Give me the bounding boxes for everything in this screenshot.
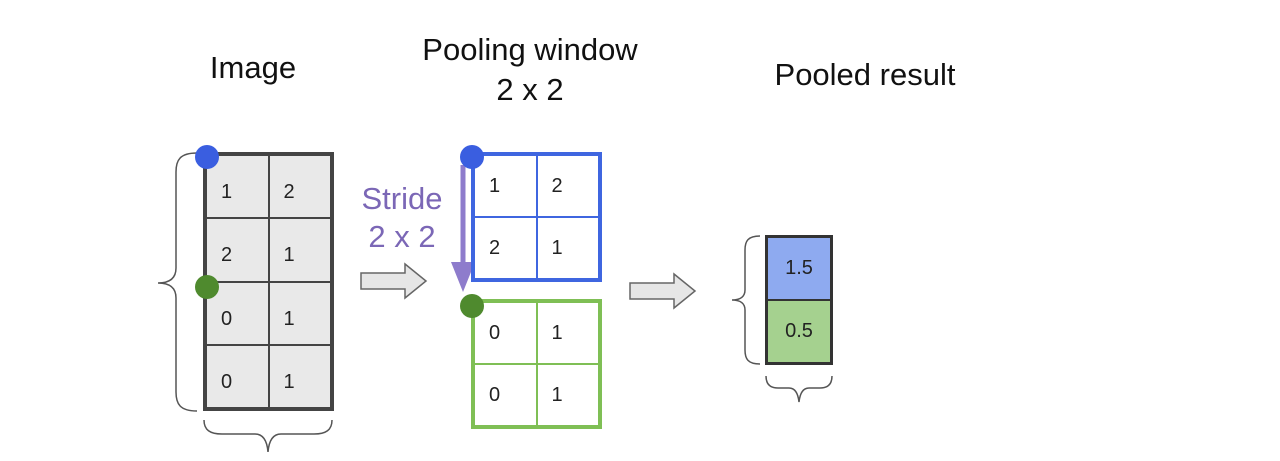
stride-label: Stride 2 x 2 [352, 180, 452, 256]
block-arrow-1 [360, 262, 428, 300]
pooling-window-blue: 1 2 2 1 [471, 152, 602, 282]
stride-arrow-head [451, 262, 475, 292]
window-cell: 2 [536, 155, 599, 217]
image-cell: 1 [206, 155, 269, 219]
image-left-brace [157, 152, 198, 412]
window-cell: 0 [474, 302, 537, 364]
pooling-window-title: Pooling window 2 x 2 [400, 32, 660, 108]
window-cell: 1 [536, 302, 599, 364]
window-cell: 0 [474, 364, 537, 426]
window-cell: 1 [536, 217, 599, 279]
pooled-cell-blue: 1.5 [768, 238, 830, 300]
pooled-bottom-brace [765, 375, 833, 403]
window-cell: 1 [474, 155, 537, 217]
image-grid: 1 2 2 1 0 1 0 1 [203, 152, 334, 411]
stride-label-line1: Stride [361, 181, 443, 216]
pooling-window-green: 0 1 0 1 [471, 299, 602, 429]
pooling-window-title-line1: Pooling window [422, 32, 638, 67]
image-cell: 1 [268, 218, 331, 282]
image-cell: 1 [268, 344, 331, 408]
window-cell: 1 [536, 364, 599, 426]
pooled-left-brace [731, 235, 761, 365]
pooled-result-grid: 1.5 0.5 [765, 235, 833, 365]
window-blue-dot [460, 145, 484, 169]
window-green-dot [460, 294, 484, 318]
pooling-window-title-line2: 2 x 2 [496, 72, 564, 107]
pooled-result-title: Pooled result [774, 57, 956, 92]
image-cell: 0 [206, 281, 269, 345]
image-title: Image [209, 50, 297, 85]
pooled-cell-green: 0.5 [768, 300, 830, 362]
image-cell: 1 [268, 281, 331, 345]
image-bottom-brace [203, 419, 333, 453]
image-green-dot [195, 275, 219, 299]
image-blue-dot [195, 145, 219, 169]
stride-label-line2: 2 x 2 [368, 219, 436, 254]
window-cell: 2 [474, 217, 537, 279]
image-cell: 0 [206, 344, 269, 408]
block-arrow-2 [629, 272, 697, 310]
image-cell: 2 [206, 218, 269, 282]
image-cell: 2 [268, 155, 331, 219]
